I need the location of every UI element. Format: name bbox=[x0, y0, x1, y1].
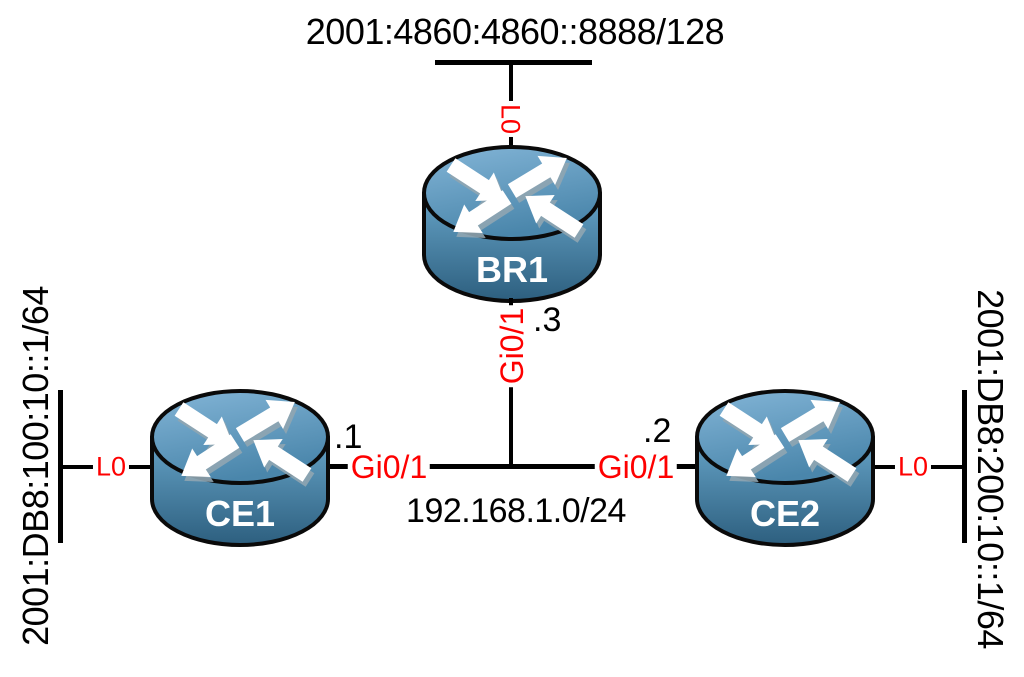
br1-lan-interface-label: Gi0/1 bbox=[494, 304, 530, 388]
lan-subnet-label: 192.168.1.0/24 bbox=[406, 492, 626, 530]
ce2-loopback-bus-line bbox=[962, 390, 967, 543]
ce2-lan-host-label: .2 bbox=[643, 412, 672, 450]
ce1-loopback-network-label: 2001:DB8:100:10::1/64 bbox=[15, 286, 56, 646]
br1-loopback-bus-line bbox=[435, 60, 592, 65]
router-ce1: CE1 bbox=[145, 389, 335, 549]
router-br1: BR1 bbox=[417, 145, 607, 305]
router-ce2: CE2 bbox=[690, 389, 880, 549]
ce1-lan-interface-label: Gi0/1 bbox=[347, 451, 431, 483]
br1-loopback-interface-label: L0 bbox=[496, 100, 526, 138]
router-ce2-name: CE2 bbox=[750, 493, 820, 534]
ce1-loopback-interface-label: L0 bbox=[92, 453, 130, 481]
lan-segment-line bbox=[330, 464, 697, 469]
ce1-loopback-bus-line bbox=[58, 390, 63, 543]
ce2-loopback-network-label: 2001:DB8:200:10::1/64 bbox=[970, 289, 1011, 649]
ce2-loopback-interface-label: L0 bbox=[894, 453, 932, 481]
router-br1-name: BR1 bbox=[476, 249, 548, 290]
br1-lan-host-label: .3 bbox=[533, 301, 562, 339]
ce2-lan-interface-label: Gi0/1 bbox=[594, 451, 678, 483]
br1-loopback-network-label: 2001:4860:4860::8888/128 bbox=[305, 11, 725, 52]
ce1-lan-host-label: .1 bbox=[334, 418, 363, 456]
router-ce1-name: CE1 bbox=[205, 493, 275, 534]
